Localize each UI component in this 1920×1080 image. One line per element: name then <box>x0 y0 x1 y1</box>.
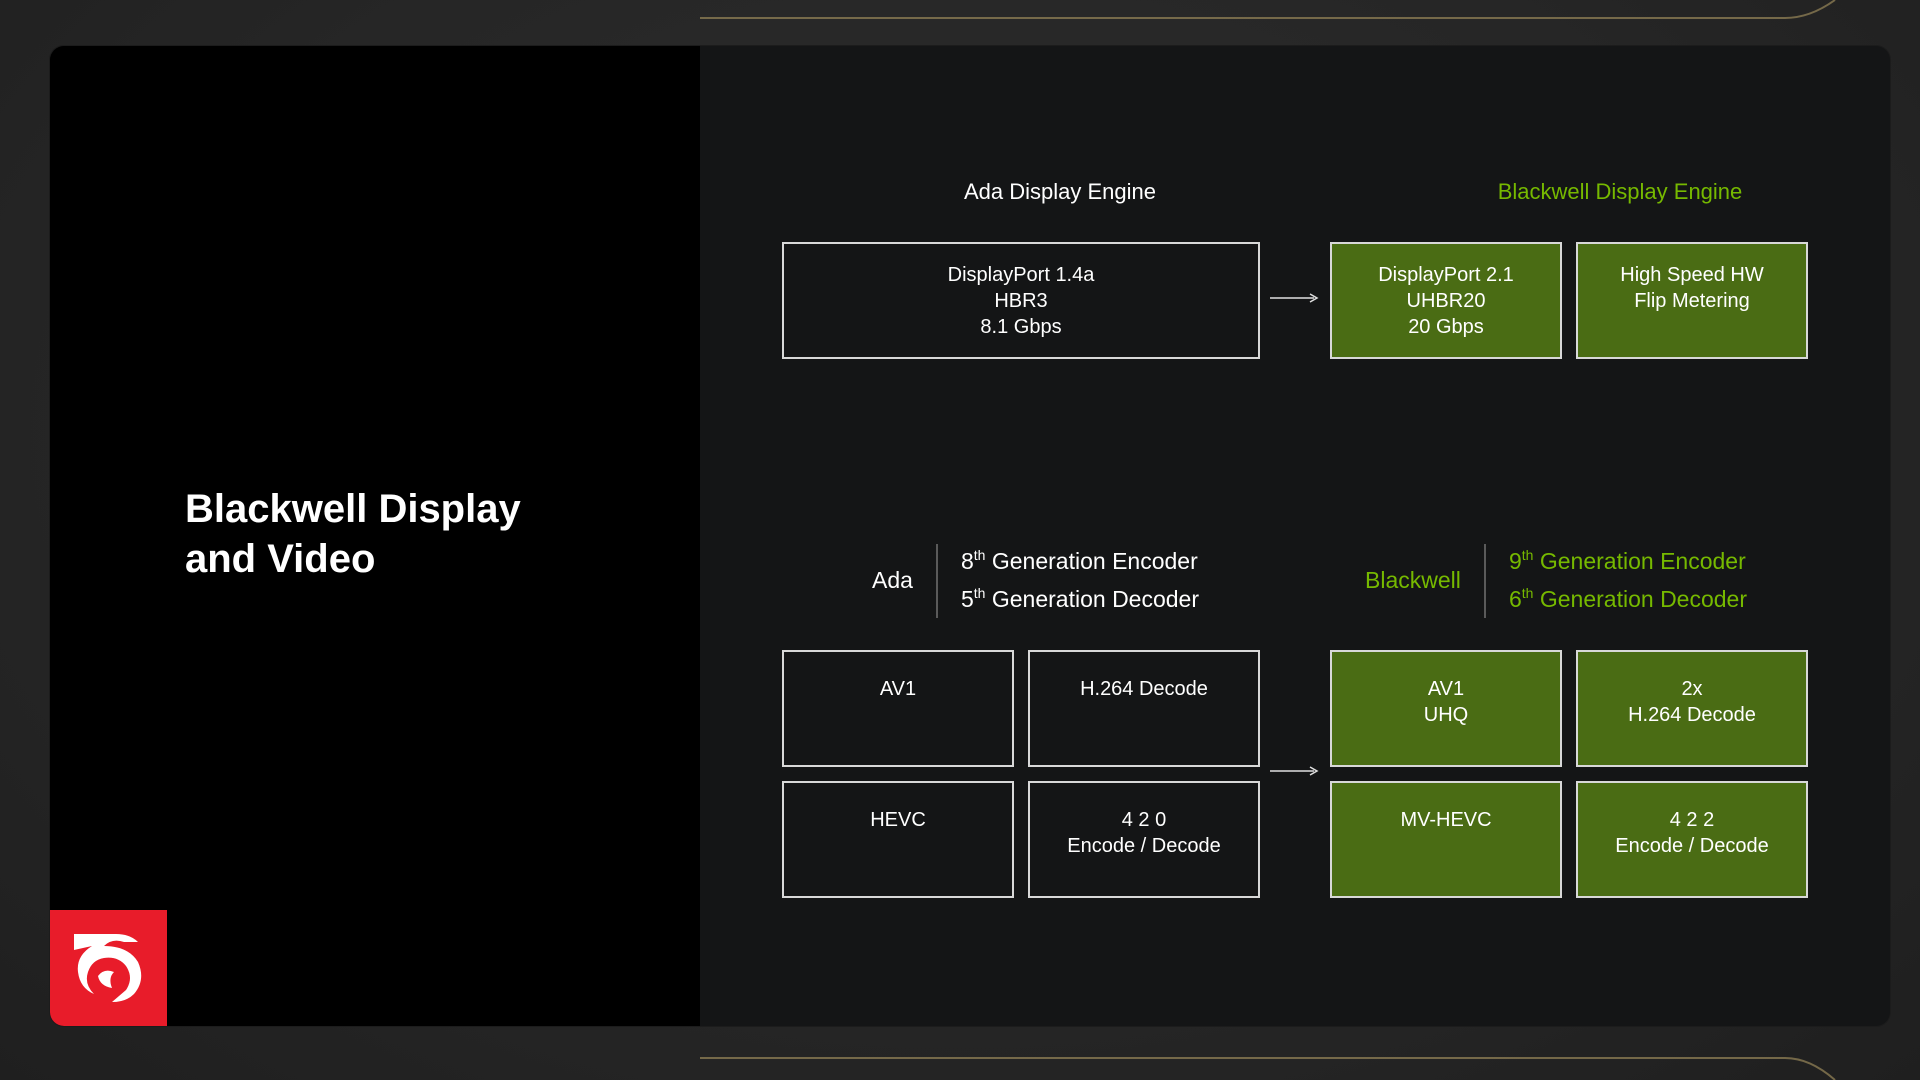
box-line: 4 2 0 <box>1121 809 1167 831</box>
ordinal-suffix: th <box>973 585 986 601</box>
box-line: AV1 <box>879 678 917 700</box>
box-line: 2x <box>1681 678 1703 700</box>
blackwell-video-label: Blackwell <box>1365 567 1461 593</box>
box-line: H.264 Decode <box>1628 704 1756 726</box>
box-line: Encode / Decode <box>1615 835 1769 857</box>
divider <box>1484 544 1486 618</box>
ordinal-suffix: th <box>973 547 986 563</box>
box-line: UHQ <box>1423 704 1469 726</box>
divider <box>936 544 938 618</box>
ordinal-suffix: th <box>1521 547 1534 563</box>
ada-displayport-box: DisplayPort 1.4a HBR3 8.1 Gbps <box>782 242 1260 359</box>
ada-decoder-line: 5th Generation Decoder <box>961 584 1199 614</box>
encoder-gen-number: 8 <box>961 548 974 574</box>
box-line: Encode / Decode <box>1067 835 1221 857</box>
blackwell-decoder-line: 6th Generation Decoder <box>1509 584 1747 614</box>
encoder-gen-text: Generation Encoder <box>985 548 1198 574</box>
box-line: UHBR20 <box>1406 289 1486 312</box>
box-line: AV1 <box>1427 678 1465 700</box>
ada-h264-box: H.264 Decode <box>1028 650 1260 767</box>
blackwell-mv-hevc-box: MV-HEVC <box>1330 781 1562 898</box>
box-line: DisplayPort 2.1 <box>1378 263 1514 286</box>
decoder-gen-text: Generation Decoder <box>985 586 1199 612</box>
ada-encoder-line: 8th Generation Encoder <box>961 546 1198 576</box>
blackwell-display-heading: Blackwell Display Engine <box>1497 179 1743 204</box>
slide-panel: Blackwell Display and Video Ada Display … <box>50 46 1890 1026</box>
dragon-logo-icon <box>50 910 167 1026</box>
ordinal-suffix: th <box>1521 585 1534 601</box>
slide-title-line1: Blackwell Display <box>185 487 521 531</box>
ada-video-label: Ada <box>872 567 913 593</box>
box-line: DisplayPort 1.4a <box>947 263 1095 286</box>
title-panel: Blackwell Display and Video <box>50 46 700 1026</box>
blackwell-encoder-line: 9th Generation Encoder <box>1509 546 1746 576</box>
box-line: 4 2 2 <box>1669 809 1715 831</box>
slide-title: Blackwell Display and Video <box>185 484 665 584</box>
box-line: MV-HEVC <box>1400 809 1492 831</box>
blackwell-h264-box: 2x H.264 Decode <box>1576 650 1808 767</box>
encoder-gen-text: Generation Encoder <box>1533 548 1746 574</box>
decoder-gen-number: 6 <box>1509 586 1522 612</box>
blackwell-422-box: 4 2 2 Encode / Decode <box>1576 781 1808 898</box>
ada-display-heading: Ada Display Engine <box>963 179 1156 204</box>
encoder-gen-number: 9 <box>1509 548 1522 574</box>
box-line: HEVC <box>870 809 926 831</box>
flip-metering-box: High Speed HW Flip Metering <box>1576 242 1808 359</box>
ada-av1-box: AV1 <box>782 650 1014 767</box>
slide-title-line2: and Video <box>185 537 376 581</box>
ada-420-box: 4 2 0 Encode / Decode <box>1028 781 1260 898</box>
box-line: H.264 Decode <box>1080 678 1208 700</box>
box-line: Flip Metering <box>1634 290 1750 312</box>
box-line: HBR3 <box>994 289 1048 312</box>
blackwell-av1-uhq-box: AV1 UHQ <box>1330 650 1562 767</box>
arrow-right-icon <box>1270 293 1319 303</box>
box-line: 20 Gbps <box>1408 315 1484 338</box>
blackwell-displayport-box: DisplayPort 2.1 UHBR20 20 Gbps <box>1330 242 1562 359</box>
arrow-right-icon <box>1270 766 1319 776</box>
ada-hevc-box: HEVC <box>782 781 1014 898</box>
decoder-gen-number: 5 <box>961 586 974 612</box>
box-line: High Speed HW <box>1620 264 1764 286</box>
box-line: 8.1 Gbps <box>980 315 1062 338</box>
decoder-gen-text: Generation Decoder <box>1533 586 1747 612</box>
